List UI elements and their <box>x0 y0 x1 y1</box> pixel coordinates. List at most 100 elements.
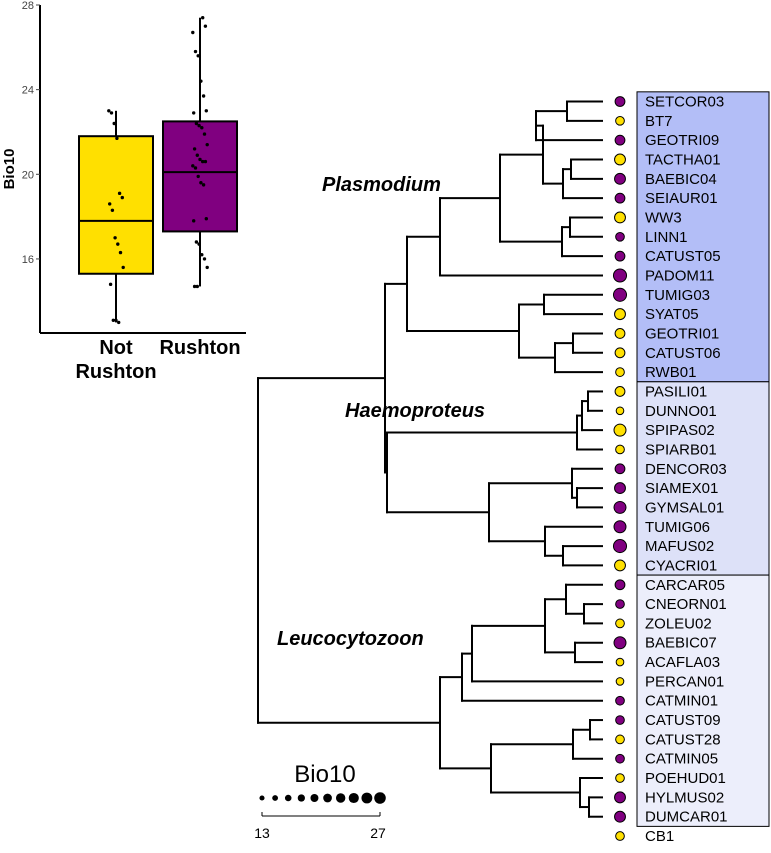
jitter-point <box>204 217 208 221</box>
tip-marker <box>612 539 628 554</box>
jitter-point <box>201 94 206 98</box>
tip-label: GEOTRI09 <box>645 132 719 149</box>
tip-marker <box>614 211 626 224</box>
tip-marker <box>614 96 626 107</box>
tip-label: PASILI01 <box>645 383 707 400</box>
tip-marker <box>614 250 626 262</box>
tip-label: MAFUS02 <box>645 538 714 555</box>
tip-label: CB1 <box>645 828 674 845</box>
tip-label: ZOLEU02 <box>645 615 712 632</box>
legend-min-label: 13 <box>254 825 270 841</box>
tip-marker <box>614 308 626 321</box>
tip-label: SYAT05 <box>645 306 699 323</box>
jitter-point <box>200 253 204 257</box>
jitter-point <box>199 79 203 83</box>
jitter-point <box>192 284 197 289</box>
tip-label: DUNNO01 <box>645 403 717 420</box>
legend-max-label: 27 <box>370 825 386 841</box>
tip-label: TUMIG03 <box>645 287 710 304</box>
tip-marker <box>614 192 626 204</box>
jitter-point <box>194 240 199 244</box>
tip-marker <box>615 618 625 629</box>
jitter-point <box>120 195 125 200</box>
jitter-point <box>113 236 117 240</box>
tip-marker <box>614 810 626 823</box>
tip-label: CATMIN01 <box>645 693 718 710</box>
jitter-point <box>200 126 204 130</box>
clade-box <box>636 574 770 827</box>
clade-label: Haemoproteus <box>345 400 485 422</box>
tip-label: SPIARB01 <box>645 441 717 458</box>
jitter-point <box>109 111 114 115</box>
tip-label: CATUST09 <box>645 712 721 729</box>
tip-label: HYLMUS02 <box>645 789 724 806</box>
jitter-point <box>108 282 113 287</box>
tip-marker <box>615 715 625 725</box>
tip-label: RWB01 <box>645 364 696 381</box>
tip-marker <box>614 153 626 166</box>
y-tick-label: 28 <box>22 0 34 12</box>
tip-label: BAEBIC04 <box>645 171 717 188</box>
tip-label: CATMIN05 <box>645 751 718 768</box>
legend-size-dot <box>259 795 265 801</box>
jitter-point <box>116 242 120 246</box>
tip-marker <box>614 482 626 495</box>
jitter-point <box>110 208 115 212</box>
tip-label: CATUST05 <box>645 248 721 265</box>
tip-label: ACAFLA03 <box>645 654 720 671</box>
tip-marker <box>615 695 625 706</box>
tip-label: SEIAUR01 <box>645 190 718 207</box>
tip-label: GYMSAL01 <box>645 499 724 516</box>
tip-label: WW3 <box>645 209 682 226</box>
jitter-point <box>192 147 197 151</box>
jitter-point <box>201 183 206 187</box>
tip-label: CATUST28 <box>645 731 721 748</box>
jitter-point <box>118 250 123 255</box>
box-iqr <box>78 135 154 275</box>
legend-size-dot <box>272 795 279 801</box>
jitter-point <box>203 159 208 164</box>
tip-marker <box>615 115 625 126</box>
legend-size-dot <box>284 794 292 802</box>
tip-label: SPIPAS02 <box>645 422 715 439</box>
jitter-point <box>202 132 207 136</box>
tip-marker <box>615 657 625 667</box>
clade-label: Leucocytozoon <box>277 628 424 650</box>
jitter-point <box>121 265 125 270</box>
jitter-point <box>115 136 119 141</box>
tip-label: DENCOR03 <box>645 461 727 478</box>
phylogeny: SETCOR03BT7GEOTRI09TACTHA01BAEBIC04SEIAU… <box>254 91 770 845</box>
tip-marker <box>614 791 626 804</box>
legend-size-dot <box>335 793 346 803</box>
jitter-point <box>195 153 199 157</box>
tip-marker <box>615 773 625 783</box>
jitter-point <box>193 49 198 54</box>
jitter-point <box>204 109 208 113</box>
jitter-point <box>194 121 199 126</box>
tip-marker <box>615 753 625 764</box>
y-axis-label: Bio10 <box>1 149 18 190</box>
tip-label: DUMCAR01 <box>645 809 728 826</box>
tip-label: SETCOR03 <box>645 94 724 111</box>
clade-box <box>636 381 770 576</box>
tip-marker <box>614 579 626 591</box>
tip-marker <box>615 831 625 841</box>
jitter-point <box>199 181 203 185</box>
y-tick-label: 16 <box>22 254 34 266</box>
tip-label: SIAMEX01 <box>645 480 718 497</box>
jitter-point <box>192 111 196 115</box>
tip-marker <box>614 463 626 475</box>
jitter-point <box>112 121 116 126</box>
tip-label: LINN1 <box>645 229 688 246</box>
tip-label: TACTHA01 <box>645 151 721 168</box>
tip-marker <box>613 636 627 650</box>
tip-label: BAEBIC07 <box>645 635 717 652</box>
clade-label: Plasmodium <box>322 174 441 196</box>
legend-size-dot <box>323 793 332 803</box>
jitter-point <box>196 54 200 58</box>
tip-marker <box>614 386 626 397</box>
tip-marker <box>615 734 625 745</box>
